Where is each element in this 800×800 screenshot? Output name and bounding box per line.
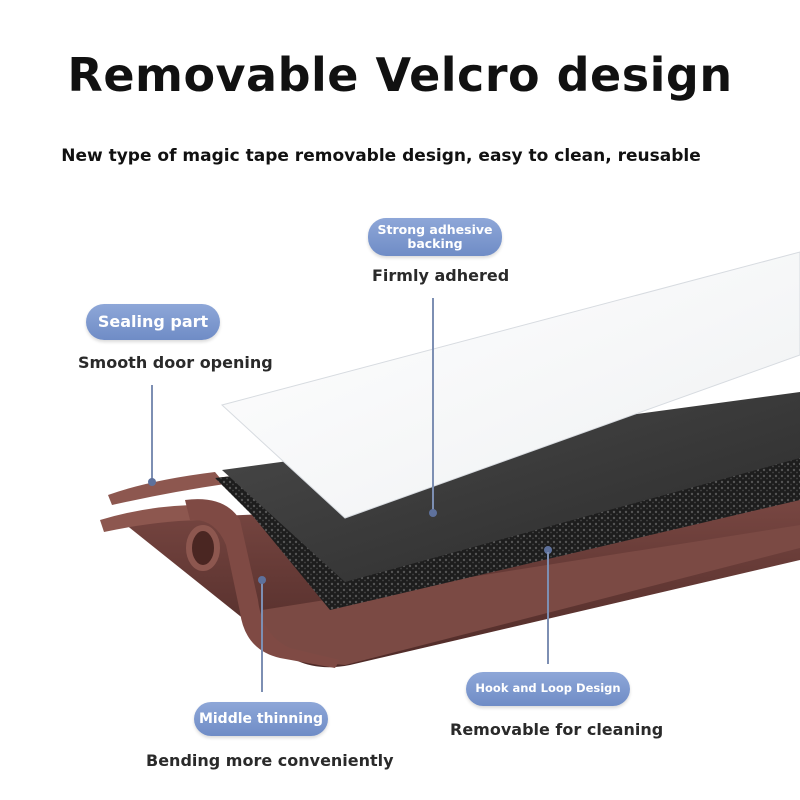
adhesive-badge-label: Strong adhesive backing <box>377 221 493 251</box>
middle-leader-line <box>261 580 263 692</box>
adhesive-badge: Strong adhesive backing <box>368 218 502 256</box>
sealing-badge: Sealing part <box>86 304 220 340</box>
hook-badge-label: Hook and Loop Design <box>475 681 621 696</box>
page-subtitle: New type of magic tape removable design,… <box>61 146 701 166</box>
page-title: Removable Velcro design <box>67 48 733 102</box>
middle-badge-label: Middle thinning <box>198 710 324 727</box>
adhesive-desc: Firmly adhered <box>372 266 510 285</box>
adhesive-layer <box>222 392 800 582</box>
release-liner <box>220 251 800 519</box>
adhesive-leader-dot <box>429 509 437 517</box>
sealing-lip-lower <box>100 505 208 532</box>
hook-leader-line <box>547 552 549 664</box>
sealing-leader-line <box>151 385 153 481</box>
sealing-badge-label: Sealing part <box>97 311 209 331</box>
hook-leader-dot <box>544 546 552 554</box>
sealing-hole <box>186 525 220 571</box>
sealing-lip-upper <box>108 472 225 505</box>
sealing-leader-dot <box>148 478 156 486</box>
strip-lower-edge <box>262 525 800 665</box>
sealing-desc: Smooth door opening <box>78 353 273 372</box>
middle-desc: Bending more conveniently <box>146 751 394 770</box>
adhesive-leader-line <box>432 298 434 512</box>
hook-desc: Removable for cleaning <box>450 720 664 739</box>
middle-leader-dot <box>258 576 266 584</box>
middle-badge: Middle thinning <box>194 702 328 736</box>
hook-badge: Hook and Loop Design <box>466 672 630 706</box>
